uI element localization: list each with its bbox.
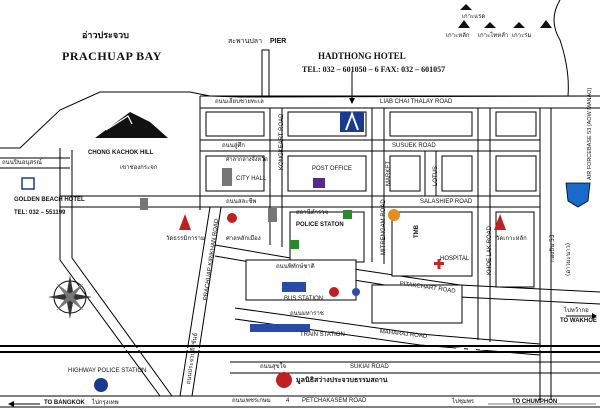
highway-police-label: HIGHWAY POLICE STATION xyxy=(68,368,147,374)
bus-station-label: BUS STATION xyxy=(284,296,324,302)
hotel-gray-block xyxy=(140,198,148,210)
post-office-label: POST OFFICE xyxy=(312,166,352,172)
train-station-label: TRAIN STATION xyxy=(300,332,345,338)
temple-left-label: วัดธรรมิการาม xyxy=(166,235,205,242)
pinklao-road-thai: ถนนปิ่นอนุสรณ์ xyxy=(2,159,42,166)
maharaj-road-thai: ถนนมหาราช xyxy=(290,310,324,317)
market-label: MARKET xyxy=(386,160,392,186)
sukiai-road-thai: ถนนสุขใจ xyxy=(260,363,287,370)
tmb-label: TMB xyxy=(414,225,420,238)
railway xyxy=(0,345,600,353)
bay-title: PRACHUAP BAY xyxy=(62,49,162,63)
city-hall-block xyxy=(222,168,232,186)
shrine-icon xyxy=(227,213,237,223)
temple-right-label: วัดเกาะหลัก xyxy=(496,235,527,242)
sukiai-road-label: SUKIAI ROAD xyxy=(350,364,389,370)
bus-station-icon xyxy=(282,282,306,292)
salaship-road-thai: ถนนสละชีพ xyxy=(226,198,257,205)
chong-kachok-hill-icon xyxy=(95,112,168,138)
hospital-label: HOSPITAL xyxy=(440,256,470,262)
hotel-contact: TEL: 032 – 601050 – 6 FAX: 032 – 601057 xyxy=(302,65,446,74)
island-2-label: เกาะหลัก xyxy=(446,32,470,39)
island-3-label: เกาะไทหลำ xyxy=(478,32,509,39)
shrine-label-thai: ศาลหลักเมือง xyxy=(226,235,261,242)
seven-eleven-icon-2 xyxy=(290,240,299,249)
salaship-road-label: SALASHIEP ROAD xyxy=(420,199,473,205)
golden-beach-tel: TEL: 032 – 551199 xyxy=(14,210,66,216)
liab-road-label: LIAB CHAI THALAY ROAD xyxy=(380,99,453,105)
bank-logo-icon xyxy=(388,209,400,221)
petch-road-number: 4 xyxy=(286,398,290,404)
building-blocks xyxy=(205,111,537,324)
bank-logo-icon-2 xyxy=(352,288,360,296)
seven-eleven-icon xyxy=(343,210,352,219)
shoreline xyxy=(0,91,600,149)
hill-label: CHONG KACHOK HILL xyxy=(88,150,154,156)
petch-road-label: PETCHAKASEM ROAD xyxy=(302,398,367,404)
to-bangkok-label: TO BANGKOK xyxy=(44,400,85,406)
wing-label-thai-2: (อ่าวมะนาว) xyxy=(565,242,572,276)
compass-icon xyxy=(48,275,92,319)
foundation-logo xyxy=(276,372,292,388)
petch-road-thai: ถนนเพชรเกษม xyxy=(232,397,271,404)
air-force-label: AIR FORCEBASE 53 (AOW MANAO) xyxy=(587,87,593,180)
golden-beach-name: GOLDEN BEACH HOTEL xyxy=(14,197,85,203)
city-hall-label-thai: ศาลากลางจังหวัด xyxy=(226,157,268,163)
kongkiat-road-label: KONGKEART ROAD xyxy=(279,113,285,170)
to-chumphon-label: TO CHUMPHON xyxy=(512,399,558,405)
hospital-icon xyxy=(434,259,444,269)
lotus-label: LOTUS xyxy=(433,165,439,186)
hotel-name: HADTHONG HOTEL xyxy=(318,51,406,61)
to-chumphon-thai: ไปชุมพร xyxy=(452,398,475,405)
train-station-icon xyxy=(250,324,310,332)
pier-label: PIER xyxy=(270,38,287,45)
to-wakhoe-label: TO WAKHOE xyxy=(560,318,597,324)
bus-station-logo xyxy=(329,287,339,297)
foundation-label: มูลนิธิสว่างประจวบธรรมสถาน xyxy=(296,376,388,384)
pier xyxy=(261,49,270,97)
temple-right-icon xyxy=(494,214,506,230)
hill-label-thai: เขาช่องกระจก xyxy=(120,164,158,171)
air-force-emblem xyxy=(565,182,591,208)
highway-police-icon xyxy=(94,378,108,392)
shoreline-right xyxy=(553,0,569,97)
police-block xyxy=(268,208,277,222)
island-4-label: เกาะร่ม xyxy=(512,32,532,39)
to-wakhoe-thai: ไปหว้ากอ xyxy=(564,307,589,314)
susuek-road-label: SUSUEK ROAD xyxy=(392,143,436,149)
to-bangkok-thai: ไปกรุงเทพ xyxy=(92,399,119,406)
post-office-icon xyxy=(313,178,325,188)
wing-label-thai: กองบิน 53 xyxy=(549,234,556,262)
pitak-road-thai: ถนนพิทักษ์ชาติ xyxy=(276,263,315,270)
pier-label-thai: สะพานปลา xyxy=(228,37,263,45)
golden-beach-logo xyxy=(21,177,35,190)
police-label-thai: สถานีตำรวจ xyxy=(296,209,329,216)
liab-road-thai: ถนนเลียบชายทะเล xyxy=(215,98,264,105)
city-hall-label: CITY HALL xyxy=(236,176,267,182)
police-label: POLICE STATON xyxy=(296,222,344,228)
bay-title-thai: อ่าวประจวบ xyxy=(82,31,129,41)
island-icons xyxy=(458,4,552,28)
temple-left-icon xyxy=(179,214,191,230)
island-1-label: เกาะแรด xyxy=(462,13,486,20)
hadthong-hotel-icon xyxy=(340,111,364,132)
susuek-road-thai: ถนนสู่ศึก xyxy=(222,142,245,149)
mitrengam-road-label: MITRENGAM ROAD xyxy=(381,199,387,255)
khoelak-road-label: KHOE LAK ROAD xyxy=(487,225,493,275)
